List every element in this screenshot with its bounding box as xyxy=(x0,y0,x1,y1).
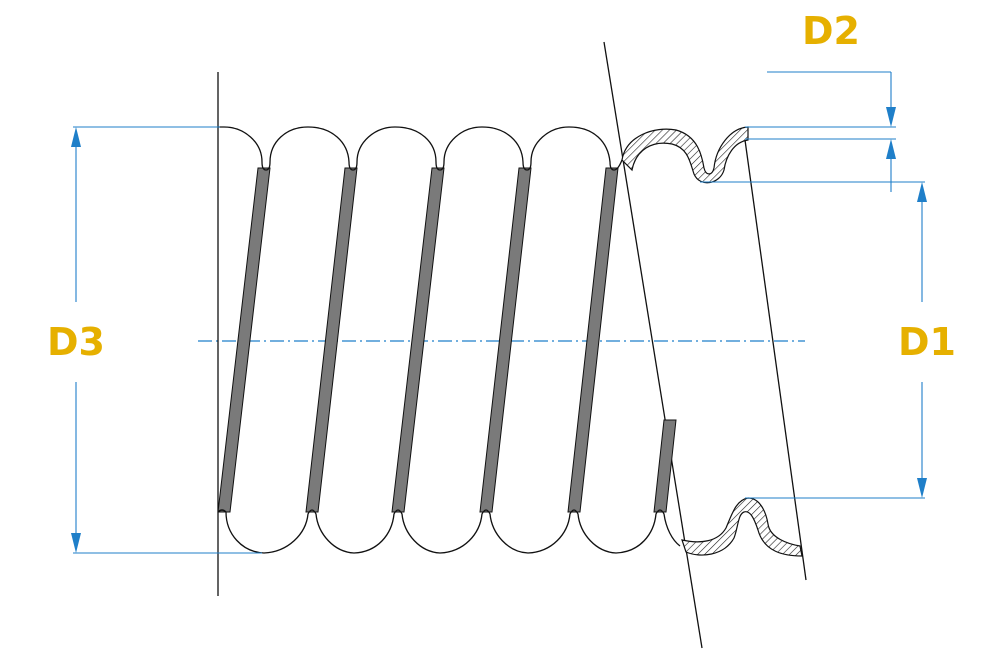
right-end-line xyxy=(744,139,807,581)
d3-label: D3 xyxy=(47,320,105,364)
coil-band xyxy=(305,167,358,513)
top-corrugation-outline xyxy=(218,126,623,171)
coil-band xyxy=(479,167,532,513)
d3-dimension xyxy=(71,126,262,554)
coil-band xyxy=(217,167,271,513)
d1-dimension xyxy=(700,181,927,499)
d1-label: D1 xyxy=(898,320,956,364)
coil-band xyxy=(653,419,677,513)
bottom-corrugation-outline xyxy=(217,509,681,554)
helical-coil-bands xyxy=(217,167,677,513)
d2-label: D2 xyxy=(802,9,860,53)
bottom-wall-section xyxy=(681,497,803,557)
d2-dimension xyxy=(745,71,896,192)
top-wall-section xyxy=(621,126,749,184)
coil-band xyxy=(567,167,619,513)
coil-band xyxy=(391,167,445,513)
